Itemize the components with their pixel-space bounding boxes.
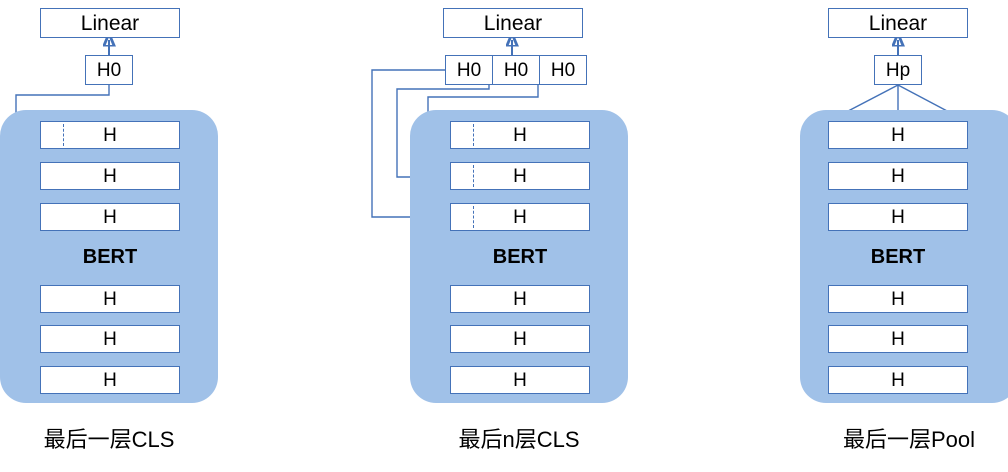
hidden-state-label: H <box>103 369 117 391</box>
pooled-token-label: H0 <box>456 59 482 81</box>
linear-label: Linear <box>868 11 928 35</box>
hidden-state-box-lower-2-panel-2[interactable]: H <box>450 325 590 353</box>
hidden-state-box-lower-3-panel-2[interactable]: H <box>450 366 590 394</box>
linear-box-panel-3[interactable]: Linear <box>828 8 968 38</box>
hidden-state-label: H <box>891 206 905 228</box>
hidden-state-box-lower-2-panel-3[interactable]: H <box>828 325 968 353</box>
hidden-state-label: H <box>513 369 527 391</box>
hidden-state-box-upper-2-panel-1[interactable]: H <box>40 162 180 190</box>
hidden-state-label: H <box>513 206 527 228</box>
caption-panel-2: 最后n层CLS <box>410 427 628 452</box>
hidden-state-label: H <box>513 165 527 187</box>
hidden-state-label: H <box>103 165 117 187</box>
hidden-state-label: H <box>891 369 905 391</box>
hidden-state-box-upper-1-panel-3[interactable]: H <box>828 121 968 149</box>
hidden-state-label: H <box>513 124 527 146</box>
panel-last-layer-pool: Linear Hp H H H BERT H H H 最后一层Pool <box>672 0 1008 472</box>
pooled-token-box-h0-panel-1[interactable]: H0 <box>85 55 133 85</box>
linear-label: Linear <box>80 11 140 35</box>
pooled-token-label: H0 <box>96 59 122 81</box>
bert-text: BERT <box>870 246 926 268</box>
hidden-state-label: H <box>891 165 905 187</box>
linear-box-panel-2[interactable]: Linear <box>443 8 583 38</box>
hidden-state-box-upper-2-panel-3[interactable]: H <box>828 162 968 190</box>
hidden-state-label: H <box>513 328 527 350</box>
linear-box-panel-1[interactable]: Linear <box>40 8 180 38</box>
hidden-state-label: H <box>891 288 905 310</box>
bert-container-panel-3 <box>800 110 1008 403</box>
panel-last-n-layers-cls: Linear H0 H0 H0 H H H BERT H H H <box>336 0 672 472</box>
bert-text: BERT <box>492 246 548 268</box>
hidden-state-label: H <box>103 124 117 146</box>
bert-label-panel-1: BERT <box>40 247 180 267</box>
pooled-token-label: H0 <box>550 59 576 81</box>
hidden-state-label: H <box>513 288 527 310</box>
hidden-state-box-upper-3-panel-2[interactable]: H <box>450 203 590 231</box>
pooled-token-box-h0-2-panel-2[interactable]: H0 <box>492 55 540 85</box>
pooled-token-box-hp-panel-3[interactable]: Hp <box>874 55 922 85</box>
hidden-state-label: H <box>103 288 117 310</box>
hidden-state-box-lower-2-panel-1[interactable]: H <box>40 325 180 353</box>
hidden-state-label: H <box>891 124 905 146</box>
panel-last-layer-cls: Linear H0 H H H BERT H H H 最后一层CLS <box>0 0 336 472</box>
hidden-state-box-upper-3-panel-1[interactable]: H <box>40 203 180 231</box>
hidden-state-box-upper-2-panel-2[interactable]: H <box>450 162 590 190</box>
hidden-state-box-lower-1-panel-1[interactable]: H <box>40 285 180 313</box>
caption-text: 最后一层CLS <box>43 427 175 452</box>
pooled-token-label: Hp <box>885 59 911 81</box>
hidden-state-box-upper-3-panel-3[interactable]: H <box>828 203 968 231</box>
hidden-state-box-upper-1-panel-2[interactable]: H <box>450 121 590 149</box>
hidden-state-box-lower-1-panel-3[interactable]: H <box>828 285 968 313</box>
bert-container-panel-1 <box>0 110 218 403</box>
bert-text: BERT <box>82 246 138 268</box>
bert-container-panel-2 <box>410 110 628 403</box>
caption-text: 最后一层Pool <box>842 427 976 452</box>
linear-label: Linear <box>483 11 543 35</box>
pooled-token-box-h0-3-panel-2[interactable]: H0 <box>539 55 587 85</box>
hidden-state-box-lower-3-panel-3[interactable]: H <box>828 366 968 394</box>
hidden-state-box-upper-1-panel-1[interactable]: H <box>40 121 180 149</box>
hidden-state-label: H <box>891 328 905 350</box>
bert-label-panel-3: BERT <box>828 247 968 267</box>
hidden-state-box-lower-1-panel-2[interactable]: H <box>450 285 590 313</box>
pooled-token-box-h0-1-panel-2[interactable]: H0 <box>445 55 493 85</box>
caption-panel-1: 最后一层CLS <box>0 427 218 452</box>
hidden-state-box-lower-3-panel-1[interactable]: H <box>40 366 180 394</box>
pooled-token-label: H0 <box>503 59 529 81</box>
hidden-state-label: H <box>103 206 117 228</box>
bert-label-panel-2: BERT <box>450 247 590 267</box>
caption-text: 最后n层CLS <box>458 427 580 452</box>
caption-panel-3: 最后一层Pool <box>800 427 1008 452</box>
hidden-state-label: H <box>103 328 117 350</box>
